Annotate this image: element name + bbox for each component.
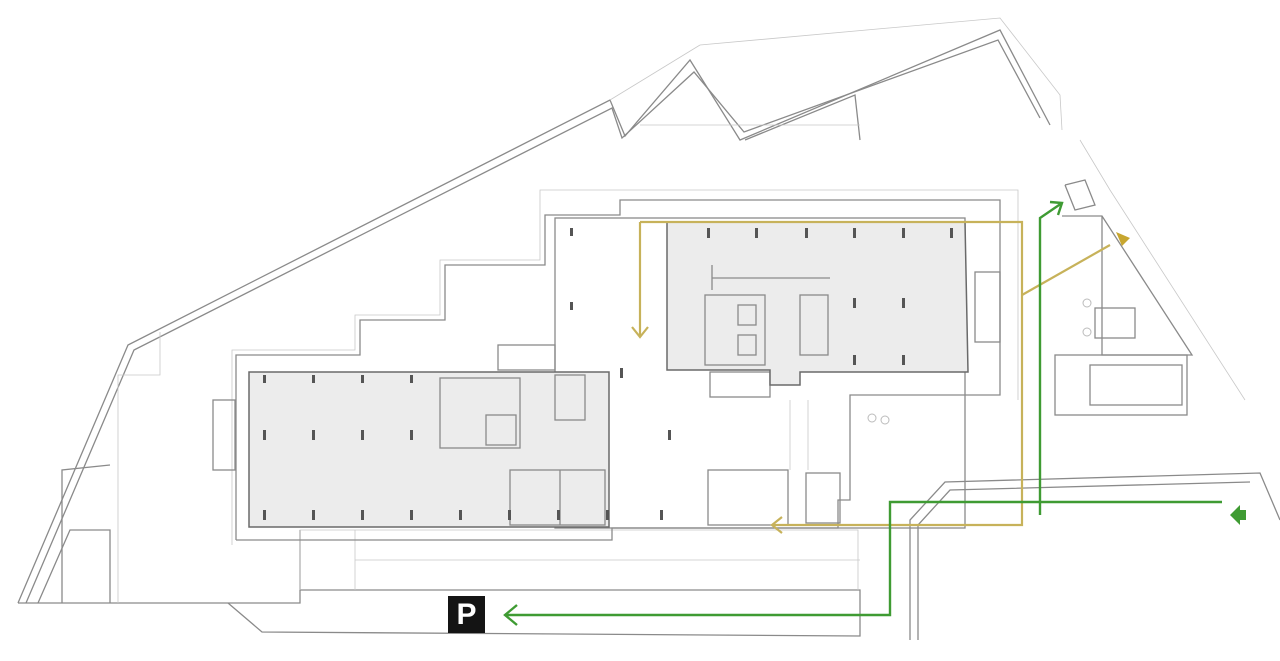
vehicle-route [503,200,1246,626]
building-west [248,371,610,528]
columns [263,228,953,520]
pedestrian-entrance-icon [1116,232,1130,246]
building-east [666,221,969,386]
wheelchair-parking-icon [867,298,1092,425]
entrance-arrow-icon [1230,505,1246,525]
east-annex [909,139,1280,640]
pedestrian-route [631,220,1130,534]
site-boundary [17,17,1063,637]
parking-sign-icon: P [448,596,485,633]
